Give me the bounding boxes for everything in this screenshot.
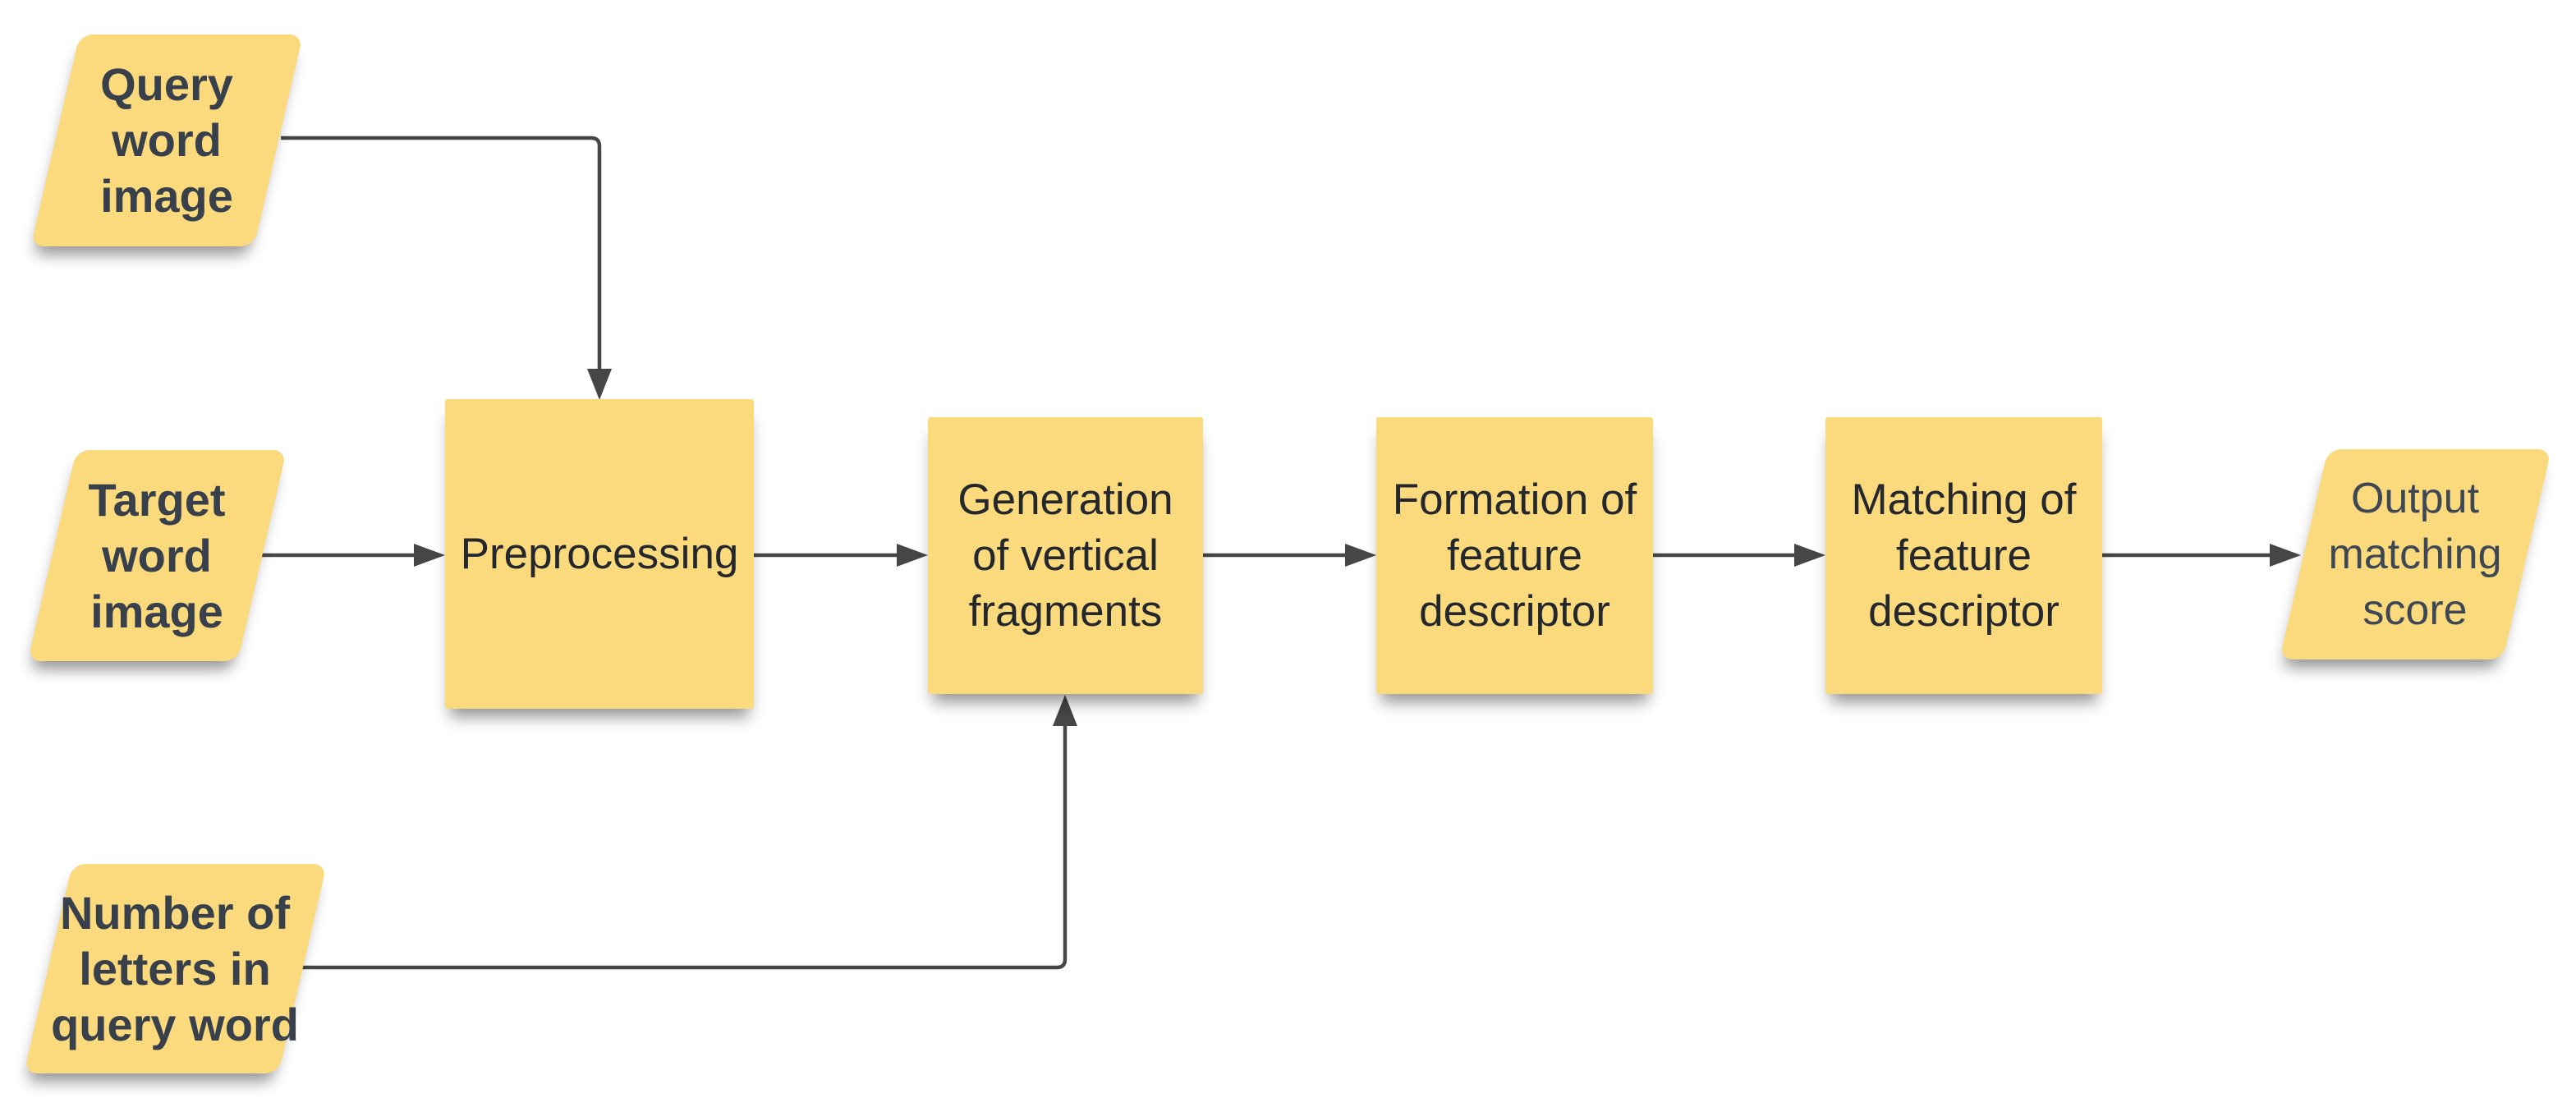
- formation-of-feature-descriptor-label: Formation of feature descriptor: [1392, 475, 1637, 636]
- node-formation-of-feature-descriptor: Formation of feature descriptor: [1376, 417, 1653, 694]
- number-of-letters-label: Number of letters in query word: [51, 886, 299, 1050]
- arrow-preprocessing-to-generation: [754, 544, 928, 567]
- arrow-generation-to-formation: [1203, 544, 1376, 567]
- matching-of-feature-descriptor-shape: [1825, 417, 2102, 694]
- generation-of-vertical-fragments-shape: [928, 417, 1203, 694]
- node-query-word-image: Query word image: [30, 34, 304, 246]
- node-output-matching-score: Output matching score: [2279, 449, 2551, 659]
- node-matching-of-feature-descriptor: Matching of feature descriptor: [1825, 417, 2102, 694]
- arrow-target-to-preprocessing: [261, 544, 445, 567]
- generation-of-vertical-fragments-label: Generation of vertical fragments: [957, 475, 1173, 636]
- arrow-matching-to-output: [2102, 544, 2301, 567]
- output-matching-score-label: Output matching score: [2328, 475, 2502, 634]
- node-number-of-letters-in-query-word: Number of letters in query word: [24, 864, 328, 1073]
- arrow-formation-to-matching: [1653, 544, 1825, 567]
- preprocessing-label: Preprocessing: [460, 529, 739, 578]
- node-generation-of-vertical-fragments: Generation of vertical fragments: [928, 417, 1203, 694]
- formation-of-feature-descriptor-shape: [1376, 417, 1653, 694]
- node-target-word-image: Target word image: [27, 450, 287, 661]
- arrow-query-to-preprocessing: [281, 136, 612, 400]
- arrow-number-of-letters-to-generation: [302, 695, 1077, 970]
- node-preprocessing: Preprocessing: [445, 399, 754, 709]
- query-word-image-label: Query word image: [100, 58, 233, 222]
- target-word-image-label: Target word image: [88, 473, 226, 637]
- preprocessing-shape: [445, 399, 754, 709]
- matching-of-feature-descriptor-label: Matching of feature descriptor: [1851, 475, 2077, 636]
